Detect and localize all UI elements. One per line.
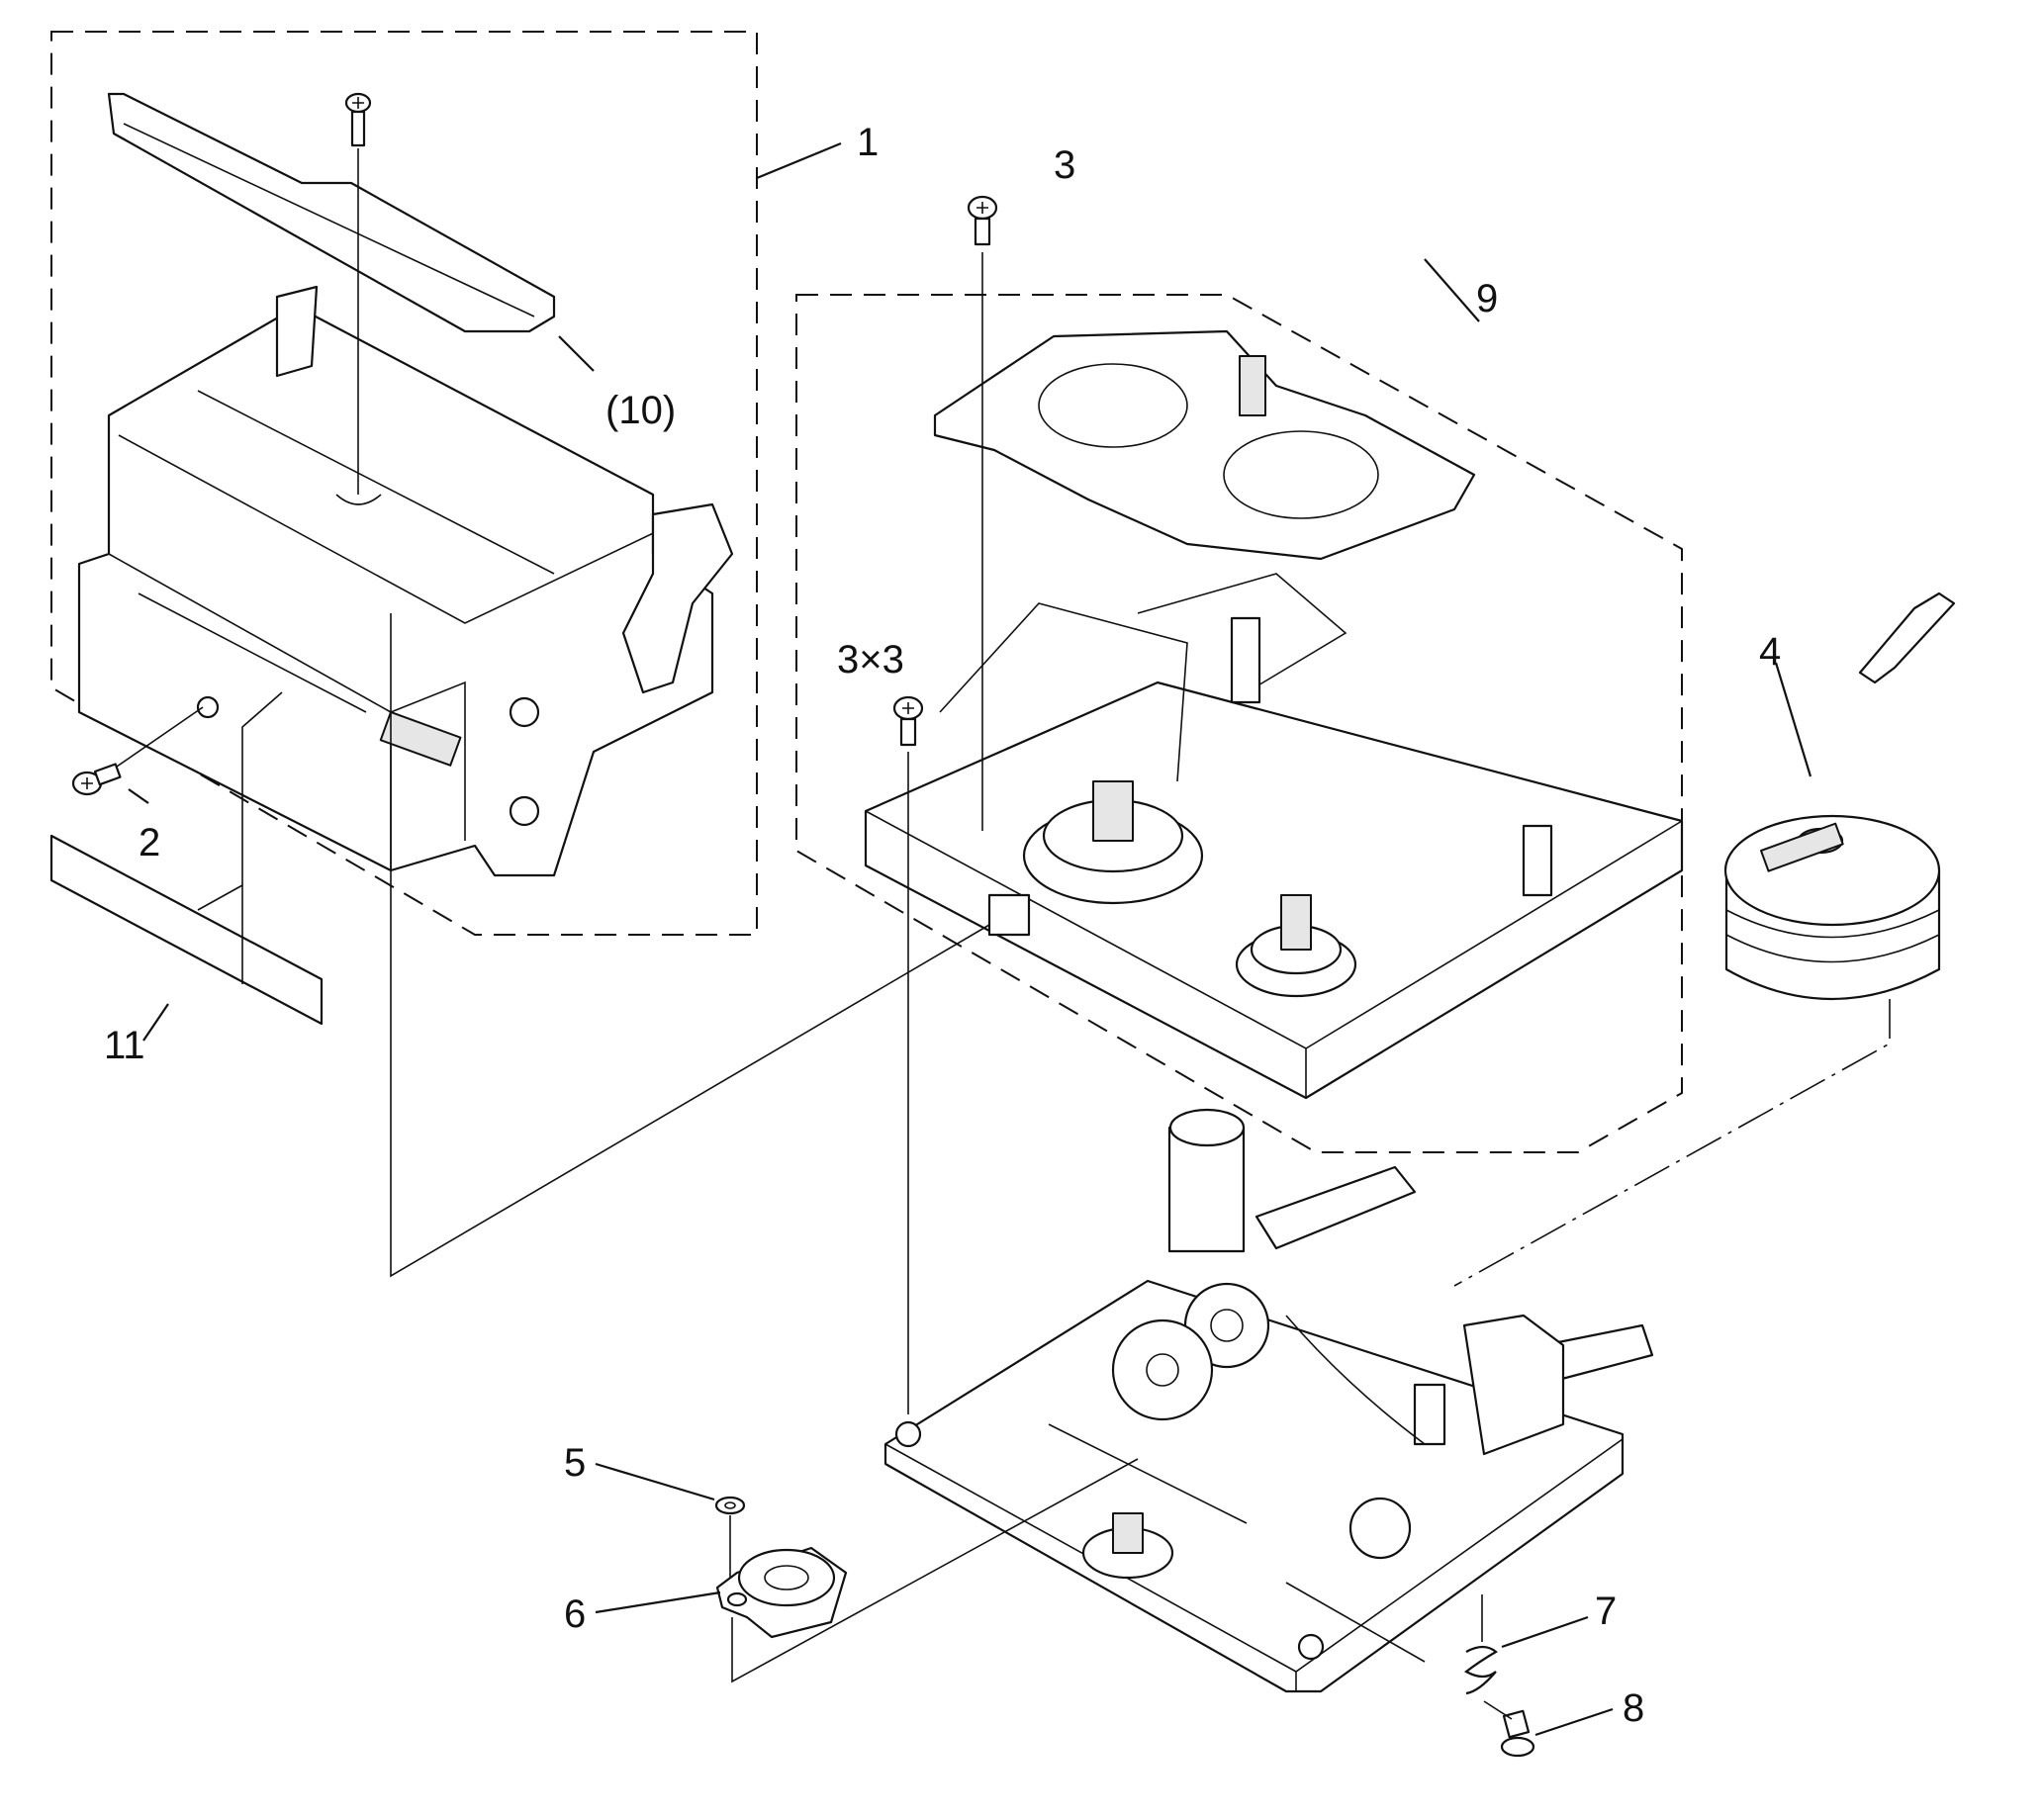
connector-holder-to-chassis	[390, 613, 990, 1278]
top-plate-10	[107, 92, 556, 333]
callout-3: 3	[1054, 143, 1075, 187]
drum-assembly-4	[1723, 591, 1956, 1001]
main-chassis	[883, 1108, 1654, 1693]
cassette-holder-assembly	[77, 92, 734, 877]
screw-3	[967, 195, 998, 831]
reel-gear-right	[1235, 894, 1357, 998]
chassis-box	[864, 681, 1684, 1100]
callout-11: 11	[104, 1024, 145, 1067]
label-strip-11	[49, 691, 324, 1026]
callout-5: 5	[564, 1441, 586, 1485]
spring-7	[1464, 1594, 1589, 1695]
screw-3x3	[892, 695, 924, 1414]
callout-7: 7	[1595, 1590, 1617, 1633]
callout-2: 2	[139, 821, 160, 864]
sub-chassis-assembly-9	[864, 329, 1684, 1100]
upper-plate	[933, 329, 1476, 561]
gear-6	[595, 1458, 1139, 1683]
callout-3x3: 3×3	[837, 638, 904, 682]
callout-6: 6	[564, 1592, 586, 1636]
washer-5	[595, 1462, 746, 1583]
top-plate-screw	[344, 92, 372, 147]
assembly-9-boundary	[795, 294, 1683, 1153]
screw-2	[71, 706, 204, 796]
callout-10: (10)	[605, 389, 676, 432]
screw-8	[1483, 1700, 1614, 1758]
assembly-1-boundary	[50, 31, 758, 936]
callout-9: 9	[1476, 277, 1498, 320]
callout-4: 4	[1759, 630, 1781, 674]
loading-motor	[1167, 1126, 1246, 1253]
connector-drum-to-chassis	[1453, 999, 1891, 1287]
main-gears	[1081, 1282, 1412, 1580]
callout-1: 1	[857, 121, 879, 164]
reel-gear-left	[1022, 780, 1204, 905]
callout-8: 8	[1623, 1686, 1644, 1730]
